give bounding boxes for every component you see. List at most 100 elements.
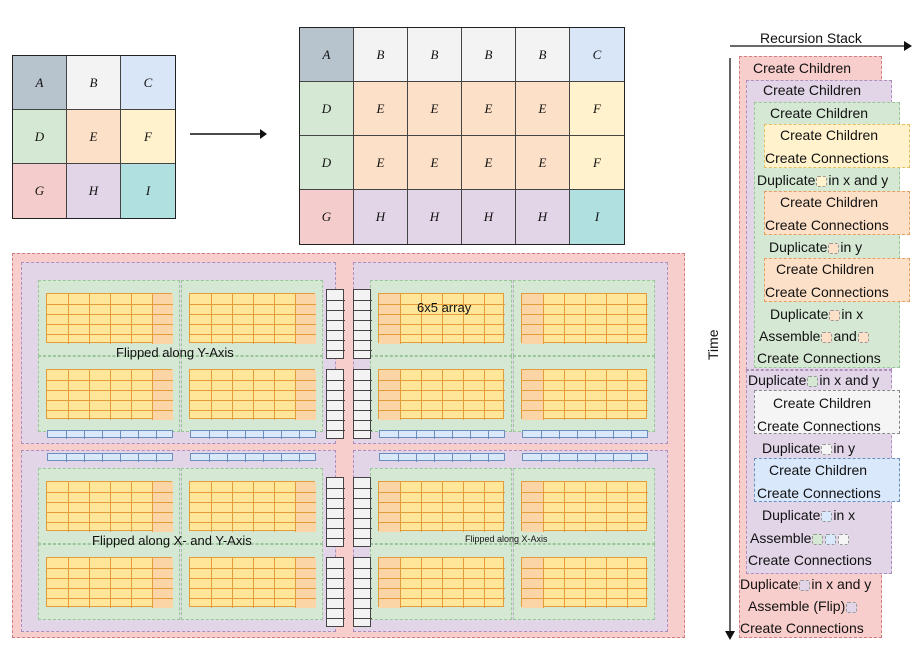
io-bar-divider [488, 431, 489, 439]
array-gridline [627, 558, 628, 608]
stack-entry: Create Children [770, 105, 869, 121]
io-bar-divider [227, 431, 228, 439]
array-col-highlight [152, 294, 173, 344]
array-gridline [463, 294, 464, 344]
block-icon [857, 331, 869, 343]
array-gridline [543, 370, 544, 420]
array-gridline [522, 588, 648, 589]
array-gridline [463, 558, 464, 608]
array-gridline [627, 294, 628, 344]
grid-cell: F [570, 136, 624, 190]
grid-cell: G [13, 164, 67, 218]
array-gridline [152, 294, 153, 344]
connector-line [354, 390, 372, 391]
array-gridline [47, 334, 173, 335]
array-col-highlight [522, 370, 543, 420]
array-block [189, 557, 316, 608]
array-gridline [400, 482, 401, 532]
array-gridline [564, 370, 565, 420]
array-gridline [190, 410, 316, 411]
array-gridline [68, 370, 69, 420]
array-gridline [400, 370, 401, 420]
grid-cell: B [67, 56, 121, 110]
array-gridline [522, 324, 648, 325]
arrow-right-icon [190, 129, 267, 139]
array-gridline [190, 512, 316, 513]
array-gridline [190, 390, 316, 391]
io-bar-divider [281, 431, 282, 439]
grid-cell: I [121, 164, 175, 218]
array-gridline [442, 558, 443, 608]
grid-cell: B [354, 28, 408, 82]
array-col-highlight [295, 370, 316, 420]
array-gridline [484, 558, 485, 608]
block-icon [838, 533, 850, 545]
array-col-highlight [152, 482, 173, 532]
grid-cell: H [354, 190, 408, 244]
array-gridline [295, 482, 296, 532]
connector-line [327, 430, 345, 431]
io-bar [190, 453, 316, 462]
grid-cell: E [516, 82, 570, 136]
arrow-right-icon [730, 41, 912, 51]
array-gridline [379, 380, 505, 381]
array-gridline [47, 380, 173, 381]
array-gridline [190, 304, 316, 305]
io-bar-divider [299, 454, 300, 462]
stack-entry: Create Children [780, 194, 879, 210]
connector-column [326, 557, 345, 627]
array-gridline [190, 334, 316, 335]
array-col-highlight [152, 370, 173, 420]
io-bar [47, 430, 173, 439]
array-gridline [522, 410, 648, 411]
io-bar-divider [631, 454, 632, 462]
array-gridline [253, 294, 254, 344]
stack-frame [754, 390, 900, 434]
connector-line [327, 508, 345, 509]
array-gridline [89, 558, 90, 608]
connector-line [354, 300, 372, 301]
array-gridline [68, 294, 69, 344]
array-gridline [585, 294, 586, 344]
connector-line [327, 340, 345, 341]
connector-line [354, 380, 372, 381]
array-gridline [89, 370, 90, 420]
connector-line [327, 618, 345, 619]
array-gridline [379, 512, 505, 513]
block-icon [825, 533, 837, 545]
array-gridline [232, 294, 233, 344]
array-gridline [421, 482, 422, 532]
array-block [189, 481, 316, 532]
block-icon [846, 601, 858, 613]
grid-cell: E [67, 110, 121, 164]
connector-line [354, 310, 372, 311]
array-gridline [522, 390, 648, 391]
io-bar-divider [577, 454, 578, 462]
connector-line [354, 568, 372, 569]
io-bar-divider [138, 431, 139, 439]
layout-diagram [12, 253, 685, 638]
io-bar-divider [156, 454, 157, 462]
array-gridline [379, 400, 505, 401]
connector-line [327, 598, 345, 599]
array-gridline [253, 370, 254, 420]
array-gridline [274, 294, 275, 344]
grid-cell: E [354, 136, 408, 190]
array-gridline [522, 400, 648, 401]
connector-line [327, 300, 345, 301]
connector-line [354, 488, 372, 489]
io-bar-divider [263, 454, 264, 462]
io-bar [522, 453, 648, 462]
io-bar-divider [595, 454, 596, 462]
io-bar-divider [613, 454, 614, 462]
array-gridline [484, 294, 485, 344]
connector-line [354, 430, 372, 431]
connector-column [326, 289, 345, 359]
grid-cell: H [408, 190, 462, 244]
array-gridline [522, 314, 648, 315]
